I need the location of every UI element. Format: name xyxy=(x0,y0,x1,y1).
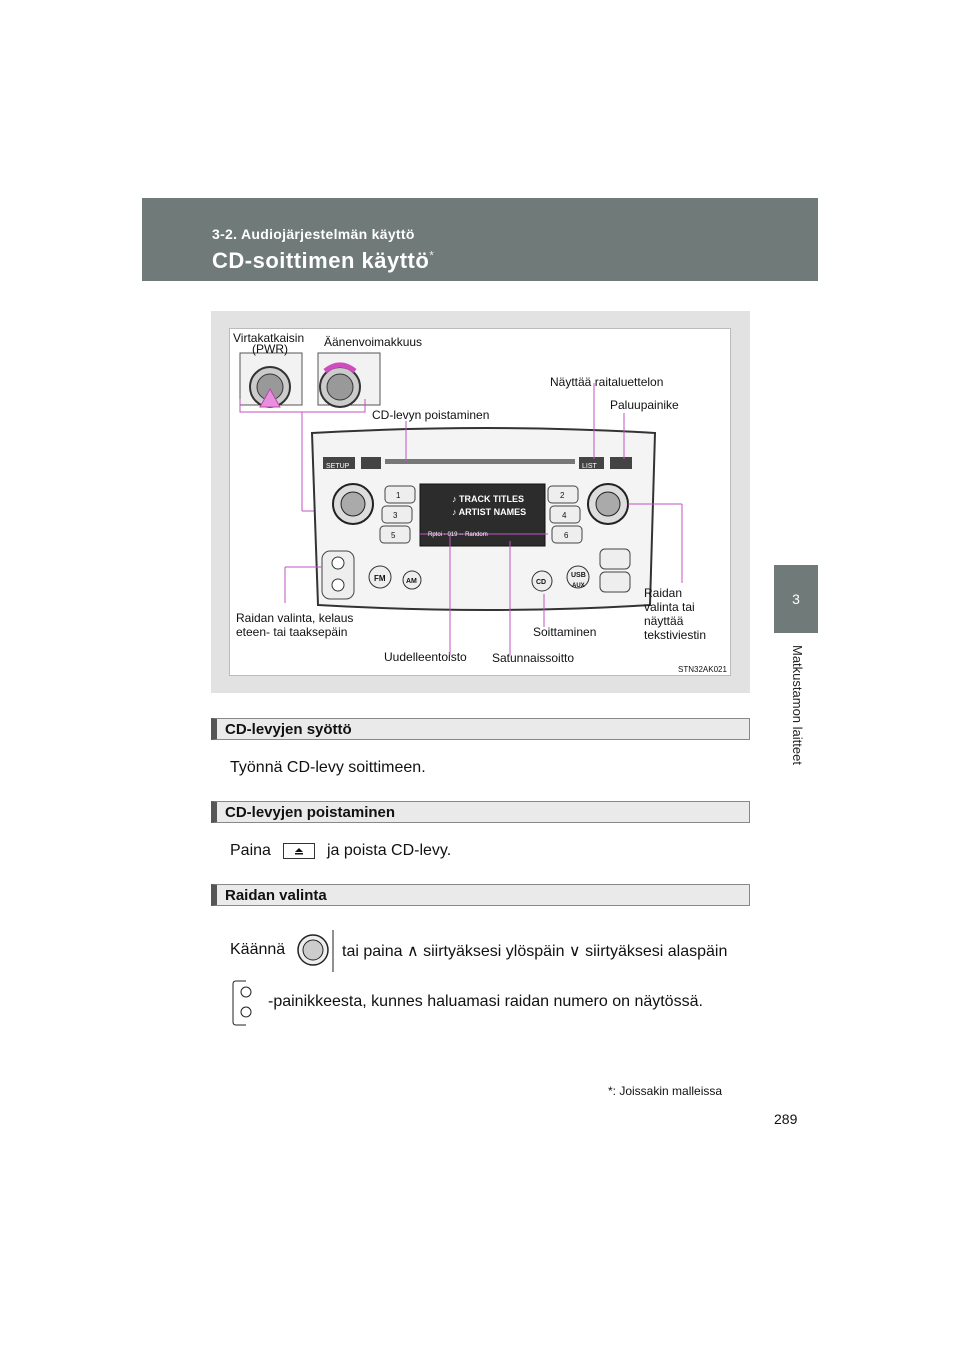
footnote: *: Joissakin malleissa xyxy=(608,1084,722,1098)
page-number: 289 xyxy=(774,1111,798,1127)
eject-text-after: ja poista CD-levy. xyxy=(327,842,452,859)
header-band xyxy=(142,198,818,281)
track-text-before: Käännä xyxy=(230,941,286,958)
label-repeat: Uudelleentoisto xyxy=(384,650,467,664)
track-text-after: tai paina ∧ siirtyäksesi ylöspäin ∨ siir… xyxy=(342,943,728,960)
preset-1: 1 xyxy=(396,491,401,500)
label-seek-2: eteen- tai taaksepäin xyxy=(236,625,348,639)
cd-button: CD xyxy=(536,579,547,586)
setup-button: SETUP xyxy=(326,463,350,470)
label-power-sub: (PWR) xyxy=(252,342,288,356)
preset-3: 3 xyxy=(393,511,398,520)
section-heading: 3-2. Audiojärjestelmän käyttö xyxy=(212,226,415,242)
display-line-1: ♪ TRACK TITLES xyxy=(452,494,524,504)
label-volume: Äänenvoimakkuus xyxy=(324,335,423,349)
track-text-line2: -painikkeesta, kunnes haluamasi raidan n… xyxy=(268,993,703,1010)
fm-button: FM xyxy=(374,574,386,583)
title-asterisk: * xyxy=(429,248,435,263)
section-header-eject: CD-levyjen poistaminen xyxy=(211,801,750,823)
list-button: LIST xyxy=(582,463,597,470)
section-title-track: Raidan valinta xyxy=(225,887,327,904)
aux-button: AUX xyxy=(572,583,585,589)
display-line-3: Rptoi ◦ 019 ◦◦ Random xyxy=(428,532,488,538)
chapter-label: Matkustamon laitteet xyxy=(790,645,805,765)
section-title-insert: CD-levyjen syöttö xyxy=(225,721,352,738)
page-title-text: CD-soittimen käyttö xyxy=(212,248,430,273)
label-list: Näyttää raitaluettelon xyxy=(550,375,664,389)
preset-2: 2 xyxy=(560,491,565,500)
chapter-tab: 3 xyxy=(774,565,818,633)
seek-button-icon xyxy=(232,980,256,1026)
preset-5: 5 xyxy=(391,531,396,540)
label-play: Soittaminen xyxy=(533,625,597,639)
label-power: Virtakatkaisin xyxy=(233,331,305,345)
tune-knob-icon xyxy=(296,930,336,972)
label-seek-1: Raidan valinta, kelaus xyxy=(236,611,354,625)
preset-6: 6 xyxy=(564,531,569,540)
label-track-4: tekstiviestin xyxy=(644,628,707,642)
page-title: CD-soittimen käyttö* xyxy=(212,248,434,274)
section-header-track: Raidan valinta xyxy=(211,884,750,906)
label-eject: CD-levyn poistaminen xyxy=(372,408,490,422)
am-button: AM xyxy=(406,578,417,585)
figure-code: STN32AK021 xyxy=(678,665,727,674)
power-knob-inset xyxy=(239,352,303,408)
label-track-3: näyttää xyxy=(644,614,684,628)
section-text-insert: Työnnä CD-levy soittimeen. xyxy=(230,759,426,776)
radio-unit-illustration xyxy=(239,352,683,655)
label-track-1: Raidan xyxy=(644,586,683,600)
section-header-insert: CD-levyjen syöttö xyxy=(211,718,750,740)
preset-4: 4 xyxy=(562,511,567,520)
eject-button-icon xyxy=(283,843,315,859)
display-line-2: ♪ ARTIST NAMES xyxy=(452,507,527,517)
volume-knob-inset xyxy=(317,352,381,408)
eject-icon xyxy=(295,848,303,855)
footnote-mark: * xyxy=(608,1084,613,1098)
figure-panel: SETUP LIST FM AM CD USB AUX 1 2 3 4 5 6 … xyxy=(229,328,731,676)
section-title-eject: CD-levyjen poistaminen xyxy=(225,804,396,821)
label-track-2: valinta tai xyxy=(644,600,695,614)
label-random: Satunnaissoitto xyxy=(492,651,575,665)
usb-button: USB xyxy=(571,572,586,579)
label-back: Paluupainike xyxy=(610,398,679,412)
footnote-text: : Joissakin malleissa xyxy=(612,1084,723,1098)
eject-text-before: Paina xyxy=(230,842,271,859)
